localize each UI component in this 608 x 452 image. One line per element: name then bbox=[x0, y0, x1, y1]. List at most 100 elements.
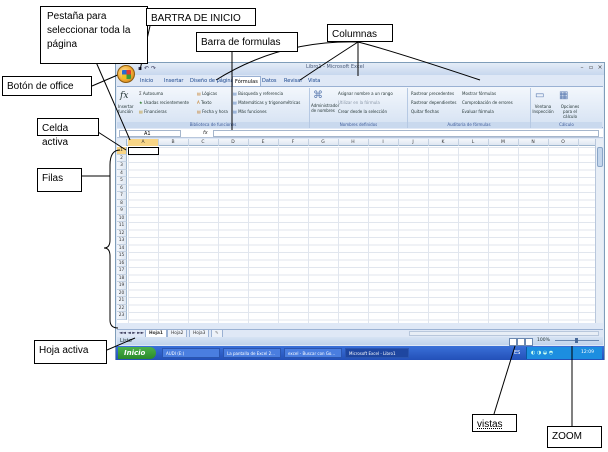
close-icon[interactable]: × bbox=[597, 64, 603, 71]
scroll-thumb[interactable] bbox=[597, 147, 603, 167]
row-header[interactable]: 7 bbox=[117, 192, 127, 200]
page-layout-view-icon[interactable] bbox=[517, 338, 525, 346]
tab-datos[interactable]: Datos bbox=[262, 78, 277, 84]
more-functions-button[interactable]: ▤ Más funciones bbox=[233, 109, 267, 114]
row-header[interactable]: 8 bbox=[117, 199, 127, 207]
tab-revisar[interactable]: Revisar bbox=[284, 78, 303, 84]
column-header[interactable]: H bbox=[338, 139, 369, 146]
row-header[interactable]: 19 bbox=[117, 282, 127, 290]
watch-window-icon[interactable]: ▭ bbox=[535, 90, 545, 101]
column-header[interactable]: A bbox=[128, 139, 159, 146]
zoom-slider-thumb[interactable] bbox=[575, 338, 578, 343]
trace-dependents-button[interactable]: Rastrear dependientes bbox=[411, 100, 457, 105]
row-header[interactable]: 23 bbox=[117, 312, 127, 320]
column-header[interactable]: E bbox=[248, 139, 279, 146]
column-header[interactable]: M bbox=[488, 139, 519, 146]
redo-icon[interactable]: ↷ bbox=[150, 65, 156, 72]
row-header[interactable]: 10 bbox=[117, 214, 127, 222]
tab-vista[interactable]: Vista bbox=[308, 78, 321, 84]
assign-name-button[interactable]: Asignar nombre a un rango bbox=[338, 91, 393, 96]
use-in-formula-button[interactable]: Utilizar en la fórmula bbox=[338, 100, 380, 105]
calc-options-icon[interactable]: ▦ bbox=[559, 90, 569, 101]
remove-arrows-button[interactable]: Quitar flechas bbox=[411, 109, 439, 114]
cells-area[interactable] bbox=[128, 147, 603, 323]
maximize-icon[interactable]: ▫ bbox=[588, 64, 594, 71]
office-button[interactable] bbox=[117, 65, 135, 83]
watch-window-button[interactable]: Ventana Inspección bbox=[532, 104, 554, 114]
column-header[interactable]: D bbox=[218, 139, 249, 146]
page-break-view-icon[interactable] bbox=[525, 338, 533, 346]
column-header[interactable]: O bbox=[548, 139, 579, 146]
logical-button[interactable]: ▤ Lógicas bbox=[197, 91, 218, 96]
row-header[interactable]: 1 bbox=[117, 147, 127, 155]
active-cell[interactable] bbox=[128, 147, 159, 155]
horizontal-scrollbar[interactable] bbox=[409, 331, 599, 336]
task-button[interactable]: excel - Buscar con Go... bbox=[284, 348, 342, 358]
row-header[interactable]: 16 bbox=[117, 259, 127, 267]
row-header[interactable]: 18 bbox=[117, 274, 127, 282]
create-from-selection-button[interactable]: Crear desde la selección bbox=[338, 109, 387, 114]
trace-precedents-button[interactable]: Rastrear precedentes bbox=[411, 91, 455, 96]
formula-input[interactable] bbox=[213, 130, 599, 137]
name-manager-button[interactable]: Administrador de nombres bbox=[311, 103, 340, 113]
column-header[interactable]: F bbox=[278, 139, 309, 146]
tab-inicio[interactable]: Inicio bbox=[140, 78, 154, 84]
row-header[interactable]: 22 bbox=[117, 304, 127, 312]
row-header[interactable]: 5 bbox=[117, 177, 127, 185]
column-header[interactable]: L bbox=[458, 139, 489, 146]
column-header[interactable]: J bbox=[398, 139, 429, 146]
name-box[interactable]: A1 bbox=[119, 130, 181, 137]
tab-insertar[interactable]: Insertar bbox=[164, 78, 184, 84]
insert-function-button[interactable]: Insertar función bbox=[118, 104, 134, 114]
sheet-nav-icons[interactable]: ◄◄ ◄ ► ►► bbox=[119, 331, 145, 336]
row-header[interactable]: 12 bbox=[117, 229, 127, 237]
minimize-icon[interactable]: – bbox=[580, 64, 584, 71]
status-bar: Listo 100% bbox=[117, 337, 603, 346]
row-header[interactable]: 4 bbox=[117, 169, 127, 177]
financial-button[interactable]: ▤ Financieras bbox=[139, 109, 167, 114]
name-manager-icon[interactable]: ⌘ bbox=[313, 90, 323, 101]
row-header[interactable]: 17 bbox=[117, 267, 127, 275]
tray-icons[interactable]: ◐ ◑ ◒ ◓ bbox=[531, 350, 554, 356]
select-all-button[interactable] bbox=[117, 139, 127, 146]
calc-options-button[interactable]: Opciones para el cálculo bbox=[560, 104, 580, 119]
row-header[interactable]: 9 bbox=[117, 207, 127, 215]
autosum-button[interactable]: Σ Autosuma bbox=[139, 91, 164, 96]
task-button-active[interactable]: Microsoft Excel - Libro1 bbox=[345, 348, 409, 358]
column-header[interactable]: I bbox=[368, 139, 399, 146]
show-formulas-button[interactable]: Mostrar fórmulas bbox=[462, 91, 497, 96]
start-button[interactable]: Inicio bbox=[118, 347, 156, 359]
text-button[interactable]: A Texto bbox=[197, 100, 212, 105]
row-header[interactable]: 11 bbox=[117, 222, 127, 230]
column-header[interactable]: C bbox=[188, 139, 219, 146]
column-header[interactable]: N bbox=[518, 139, 549, 146]
lookup-button[interactable]: ▤ Búsqueda y referencia bbox=[233, 91, 284, 96]
row-header[interactable]: 2 bbox=[117, 154, 127, 162]
recent-button[interactable]: ★ Usadas recientemente bbox=[139, 100, 189, 105]
row-header[interactable]: 6 bbox=[117, 184, 127, 192]
normal-view-icon[interactable] bbox=[509, 338, 517, 346]
error-check-button[interactable]: Comprobación de errores bbox=[462, 100, 513, 105]
row-header[interactable]: 3 bbox=[117, 162, 127, 170]
undo-icon[interactable]: ↶ bbox=[144, 65, 150, 72]
save-icon[interactable]: ▪ bbox=[138, 65, 143, 72]
datetime-button[interactable]: ▤ Fecha y hora bbox=[197, 109, 228, 114]
task-button[interactable]: AUDI (E:) bbox=[162, 348, 220, 358]
row-header[interactable]: 13 bbox=[117, 237, 127, 245]
zoom-level[interactable]: 100% bbox=[537, 338, 550, 343]
row-header[interactable]: 21 bbox=[117, 297, 127, 305]
vertical-scrollbar[interactable] bbox=[595, 139, 603, 323]
language-indicator[interactable]: ES bbox=[514, 350, 521, 356]
row-header[interactable]: 15 bbox=[117, 252, 127, 260]
evaluate-formula-button[interactable]: Evaluar fórmula bbox=[462, 109, 494, 114]
insert-function-icon[interactable]: fx bbox=[120, 91, 129, 101]
row-header[interactable]: 20 bbox=[117, 289, 127, 297]
tab-diseno[interactable]: Diseño de página bbox=[190, 78, 234, 84]
task-button[interactable]: La pantalla de Excel 2... bbox=[223, 348, 281, 358]
column-header[interactable]: B bbox=[158, 139, 189, 146]
column-header[interactable]: K bbox=[428, 139, 459, 146]
column-header[interactable]: G bbox=[308, 139, 339, 146]
math-button[interactable]: ▤ Matemáticas y trigonométricas bbox=[233, 100, 301, 105]
row-header[interactable]: 14 bbox=[117, 244, 127, 252]
fx-button[interactable]: fx bbox=[203, 130, 208, 136]
